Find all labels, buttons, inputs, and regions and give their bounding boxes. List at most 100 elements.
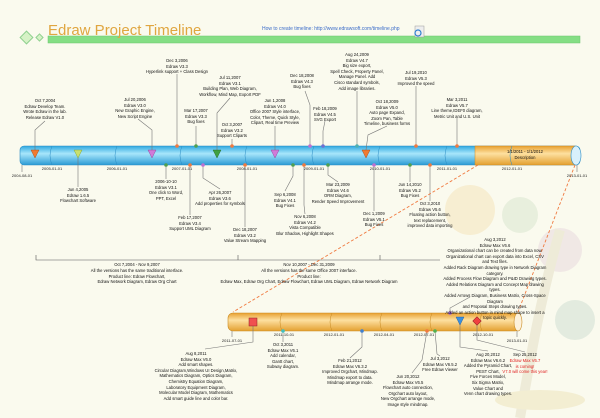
- triangle-marker: [147, 149, 157, 159]
- tick-label: 2012-04-01: [373, 332, 395, 337]
- dot-marker: [360, 329, 364, 333]
- diamond-icon: [19, 30, 34, 45]
- dot-marker: [321, 144, 325, 148]
- tick-label: 2013-01-01: [506, 338, 528, 343]
- event-label: Dec 3,2006 Edraw V3.3 Hyperlink support …: [145, 58, 209, 75]
- triangle-marker: [455, 316, 465, 326]
- tick-label: 2011-01-01: [436, 166, 458, 171]
- highlight-range: 1/1/2011 - 1/1/2012: [506, 149, 544, 154]
- triangle-marker: [361, 149, 371, 159]
- dot-marker: [414, 144, 418, 148]
- browser-icon: [414, 25, 425, 38]
- dot-marker: [433, 329, 437, 333]
- release-note: Aug 3,2012 Edraw Max V6.6 Organizational…: [443, 237, 547, 321]
- dot-marker: [194, 144, 198, 148]
- event-label: Nov 6,2008 Edraw V4.2 Vista Compatible B…: [276, 214, 334, 236]
- event-label: Dec 18,2007 Edraw V3.2 Value Stream Mapp…: [223, 227, 267, 244]
- diamond-marker: [472, 316, 482, 326]
- event-label: Jun 4,2005 Edraw 1.6.5 Flowchart Softwar…: [60, 187, 96, 204]
- tick-label: 2011-07-01: [221, 338, 243, 343]
- event-label: Mar 23,2009 Edraw V4.6 ORM Diagram, Rend…: [311, 182, 365, 204]
- event-label: Apr 26,2007 Edraw V3.6 Add properties fo…: [195, 190, 245, 207]
- dot-marker: [281, 329, 285, 333]
- event-label: Jul 3,2012 Edraw Max V6.5.2 Free Edraw V…: [422, 356, 458, 373]
- tick-label: 2010-01-01: [369, 166, 391, 171]
- triangle-marker: [270, 149, 280, 159]
- event-label: Sep 6,2008 Edraw V4.1 Bug Fixes: [274, 192, 296, 209]
- event-label: Feb 21,2012 Edraw Max V6.3.2 Improved Or…: [322, 358, 378, 386]
- dot-marker: [308, 144, 312, 148]
- event-label: 2006-10-10 Edraw V3.1 One click to Word,…: [148, 179, 184, 201]
- dot-marker: [448, 311, 452, 315]
- event-label: Feb 18,2009 Edraw V4.5 SVG Export: [313, 106, 337, 123]
- connector-lines: [21, 74, 578, 261]
- tick-label: 2006-01-01: [106, 166, 128, 171]
- tick-label: 2004-08-01: [11, 173, 33, 178]
- tick-label: 2005-01-01: [41, 166, 63, 171]
- tick-label: 2007-01-01: [171, 166, 193, 171]
- square-marker: [248, 317, 258, 327]
- event-markers: [30, 144, 459, 167]
- sub-connector-lines: [204, 296, 526, 374]
- dot-marker: [302, 163, 306, 167]
- period-range: Nov 10,2007 - Dec 31,2009: [283, 262, 335, 267]
- triangle-marker: [73, 149, 83, 159]
- period-range: Oct 7,2004 - Nov 9,2007: [114, 262, 160, 267]
- sub-timeline-bar: [227, 312, 523, 332]
- event-label: Oct 3,2007 Edraw V3.2 Support Cliparts: [216, 122, 248, 139]
- dot-marker: [201, 163, 205, 167]
- dot-marker: [428, 163, 432, 167]
- dot-marker: [175, 144, 179, 148]
- event-label: Jun 20,2012 Edraw Max V6.5 Flowchart aut…: [380, 374, 436, 407]
- event-label: Mar 3,2011 Edraw V5.7 Line theme,IDEF0 d…: [431, 97, 483, 119]
- highlight-description: Description: [514, 155, 536, 160]
- tick-label: 2012-01-01: [501, 166, 523, 171]
- event-label: Oct 3,2010 Edraw V5.6 Floating action bu…: [407, 201, 453, 229]
- event-label: Sep 25,2012: [513, 352, 537, 357]
- dot-marker: [372, 163, 376, 167]
- triangle-marker: [212, 149, 222, 159]
- event-label: Feb 17,2007 Edraw V3.4 Support UML Diagr…: [169, 215, 211, 232]
- tick-label: 2011-10-01: [273, 332, 295, 337]
- tick-label: 2009-01-01: [303, 166, 325, 171]
- dot-marker: [355, 144, 359, 148]
- dot-marker: [408, 163, 412, 167]
- event-label: Jun 1,2008 Edraw V4.0 Office 2007 Style …: [249, 98, 301, 126]
- period-text: All the versions has the same Office 200…: [220, 268, 398, 285]
- event-label: Oct 18,2009 Edraw V5.0 Auto page Expand,…: [363, 99, 411, 127]
- timeline-help-link[interactable]: How to create timeline: http://www.edraw…: [262, 26, 400, 32]
- dot-marker: [164, 163, 168, 167]
- event-label: Dec 18,2008 Edraw V4.3 Bug fixes: [290, 73, 314, 90]
- decorative-circles: [445, 185, 595, 418]
- dot-marker: [425, 329, 429, 333]
- tick-label: 2012-07-01: [413, 332, 435, 337]
- period-text: All the versions has the same traditiona…: [90, 268, 184, 285]
- tick-label: 2012-10-01: [472, 332, 494, 337]
- page-title: Edraw Project Timeline: [48, 22, 202, 39]
- event-label: Jul 19,2010 Edraw V5.3 Improved the spee…: [397, 70, 435, 87]
- zoom-guide-lines: [232, 164, 576, 313]
- header-bar: [47, 35, 581, 44]
- dot-marker: [326, 163, 330, 167]
- dot-marker: [243, 163, 247, 167]
- event-label: Oct 3,2011 Edraw Max V6.1 Add calendar, …: [266, 342, 300, 370]
- event-label: Dec 1,2009 Edraw V5.1 Bug Fixes: [363, 211, 385, 228]
- dot-marker: [188, 163, 192, 167]
- event-label: Oct 7,2004 Edraw Develop Team. Wrote Edr…: [23, 98, 67, 120]
- event-label: Mar 17,2007 Edraw V3.3 Bug fixes: [184, 108, 208, 125]
- triangle-marker: [30, 149, 40, 159]
- event-label: Jun 14,2010 Edraw V5.2 Bug Fixes: [398, 182, 422, 199]
- event-label: Jul 20,2006 Edraw V3.0 New Graphic Engin…: [115, 97, 155, 119]
- event-label: Jul 11,2007 Edraw V3.1 Building Plan, We…: [199, 75, 261, 97]
- diamond-icon: [35, 33, 44, 42]
- main-timeline-bar: [19, 145, 582, 166]
- dot-marker: [291, 163, 295, 167]
- coming-soon-note: Edraw Max V6.7 is coming! V7.0 will come…: [502, 358, 548, 375]
- tick-label: 2012-01-01: [323, 332, 345, 337]
- event-label: Aug 24,2009 Edraw V4.7 Big size export, …: [330, 52, 384, 91]
- tick-label: 2008-01-01: [236, 166, 258, 171]
- event-label: Aug 8,2011 Edraw Max V6.0 Add smart shap…: [154, 351, 238, 401]
- dot-marker: [230, 144, 234, 148]
